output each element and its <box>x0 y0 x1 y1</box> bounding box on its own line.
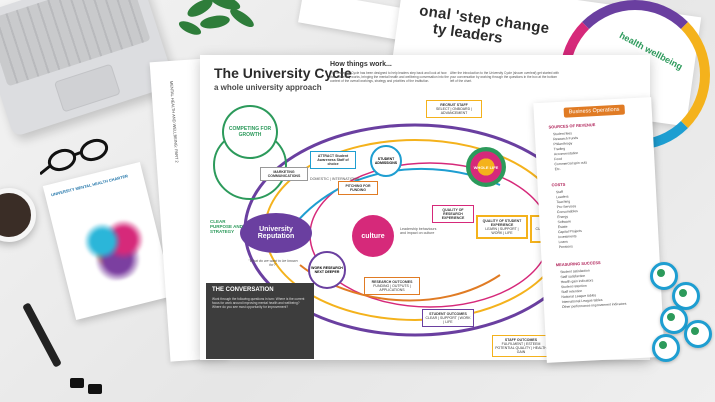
source-item: Trading <box>554 147 566 152</box>
cost-item: Staff <box>556 190 563 194</box>
badge-icon <box>652 334 680 362</box>
measure-item: Student satisfaction <box>560 269 590 275</box>
quality-student-title: QUALITY OF STUDENT EXPERIENCE <box>480 219 524 227</box>
keyboard <box>0 0 151 86</box>
conversation-title: THE CONVERSATION <box>212 287 274 293</box>
cost-item: Leaders <box>556 195 568 200</box>
growth-bubble: COMPETING FOR GROWTH <box>222 105 278 159</box>
attract-node: ATTRACT Student Awareness Staff of choic… <box>310 151 356 169</box>
side-doc-text: MENTAL HEALTH AND WELLBEING: PART 2 <box>169 81 180 163</box>
conversation-text: Work through the following questions in … <box>212 297 306 309</box>
cost-item: Investments <box>558 234 576 239</box>
cost-item: Pensions <box>559 244 573 249</box>
research-outcomes-node: RESEARCH OUTCOMES FUNDING | OUTPUTS | AP… <box>364 277 420 295</box>
badge-icon <box>684 320 712 348</box>
cost-item: Consumables <box>557 209 578 214</box>
report-artwork <box>72 203 157 288</box>
source-item: Etc. <box>555 167 561 171</box>
reputation-question: "What do we want to be known for?" <box>248 259 298 267</box>
cost-item: Software <box>557 219 571 224</box>
cost-item: Energy <box>557 215 568 220</box>
student-outcomes-node: STUDENT OUTCOMES CLEAR | SUPPORT | WORK … <box>422 309 474 327</box>
cost-item: Estate <box>558 225 568 229</box>
cost-item: Capital Projects <box>558 229 582 234</box>
trackpad <box>54 64 121 113</box>
quality-student-sub: LEARN | SUPPORT | WORK | LIFE <box>480 227 524 235</box>
reputation-bubble: University Reputation <box>240 213 312 253</box>
business-operations-panel: Business Operations SOURCES OF REVENUE S… <box>533 97 664 363</box>
costs-title: COSTS <box>551 182 565 188</box>
sources-title: SOURCES OF REVENUE <box>548 122 595 129</box>
recruit-sub: SELECT | ONBOARD | ADVANCEMENT <box>429 107 479 115</box>
research-outcomes-sub: FUNDING | OUTPUTS | APPLICATIONS <box>367 284 417 292</box>
business-ops-header: Business Operations <box>564 105 625 118</box>
measuring-title: MEASURING SUCCESS <box>556 260 601 267</box>
student-outcomes-sub: CLEAR | SUPPORT | WORK | LIFE <box>425 316 471 324</box>
recruit-node: RECRUIT STAFF SELECT | ONBOARD | ADVANCE… <box>426 100 482 118</box>
source-item: Commercial spin outs <box>554 161 587 167</box>
leadership-label: Leadership behaviours and impact on cult… <box>400 227 440 235</box>
quality-student-node: QUALITY OF STUDENT EXPERIENCE LEARN | SU… <box>476 215 528 239</box>
cost-item: Teaching <box>556 199 570 204</box>
binder-clip-icon <box>88 384 102 394</box>
plant-icon <box>170 0 270 46</box>
binder-clip-icon <box>70 378 84 388</box>
clear-purpose-label: CLEAR PURPOSE AND STRATEGY <box>210 219 244 234</box>
badge-icon <box>650 262 678 290</box>
source-item: Philanthropy <box>553 141 572 146</box>
staff-outcomes-node: STAFF OUTCOMES FULFILMENT | ESTEEM POTEN… <box>492 335 550 357</box>
source-item: Research Funds <box>553 136 578 141</box>
source-item: Accommodation <box>554 151 578 156</box>
admissions-bubble: STUDENT ADMISSIONS <box>370 145 402 177</box>
source-item: Food <box>554 157 562 161</box>
pitching-node: PITCHING FOR FUNDING <box>338 181 378 195</box>
quality-research-node: QUALITY OF RESEARCH EXPERIENCE <box>432 205 474 223</box>
conversation-box: THE CONVERSATION Work through the follow… <box>206 283 314 359</box>
marketing-node: MARKETING COMMUNICATIONS <box>260 167 308 181</box>
culture-bubble: culture <box>352 215 394 257</box>
cost-item: Loans <box>558 240 567 244</box>
measure-item: Student retention <box>561 284 587 289</box>
whole-life-bubble: WHOLE LIFE <box>466 147 506 187</box>
staff-outcomes-sub: FULFILMENT | ESTEEM POTENTIAL QUALITY | … <box>495 342 547 354</box>
